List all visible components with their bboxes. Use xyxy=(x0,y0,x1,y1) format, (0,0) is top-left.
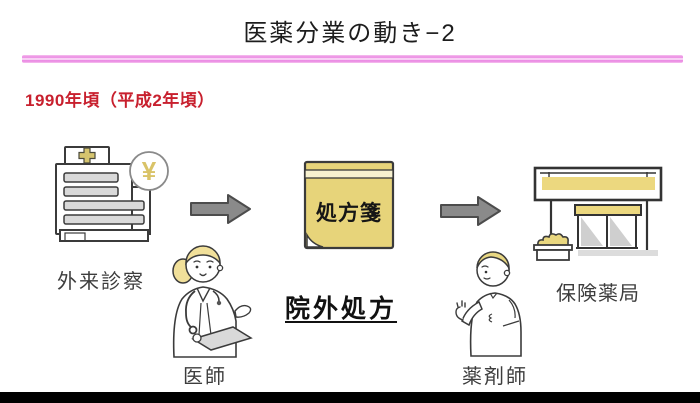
clinic-label: 外来診察 xyxy=(57,271,145,293)
prescription-caption: 院外処方 xyxy=(285,295,398,323)
footer-bar xyxy=(0,392,700,403)
title-divider xyxy=(22,55,683,63)
period-label: 1990年頃（平成2年頃） xyxy=(25,91,215,110)
prescription-note-label: 処方箋 xyxy=(316,202,382,225)
yen-coin-icon: ¥ xyxy=(129,151,169,191)
stethoscope-icon xyxy=(185,290,196,328)
raised-hand xyxy=(455,300,466,321)
pharmacy-storefront-icon xyxy=(533,166,663,261)
planter-icon xyxy=(533,233,573,261)
arrow-right-icon xyxy=(440,196,501,226)
prescription-note-icon xyxy=(303,160,395,250)
doctor-label: 医師 xyxy=(183,366,227,388)
pharmacy-label: 保険薬局 xyxy=(556,283,640,305)
page-title: 医薬分業の動き−2 xyxy=(243,20,457,47)
yen-icon: ¥ xyxy=(142,156,157,186)
doctor-illustration xyxy=(172,245,253,358)
arrow-right-icon xyxy=(190,194,251,224)
clipboard-icon xyxy=(191,326,253,351)
hospital-building-icon: ¥ xyxy=(55,146,169,242)
pharmacist-illustration xyxy=(455,251,522,357)
pharmacist-label: 薬剤師 xyxy=(462,366,528,388)
pocket-pen-mark xyxy=(488,313,493,323)
